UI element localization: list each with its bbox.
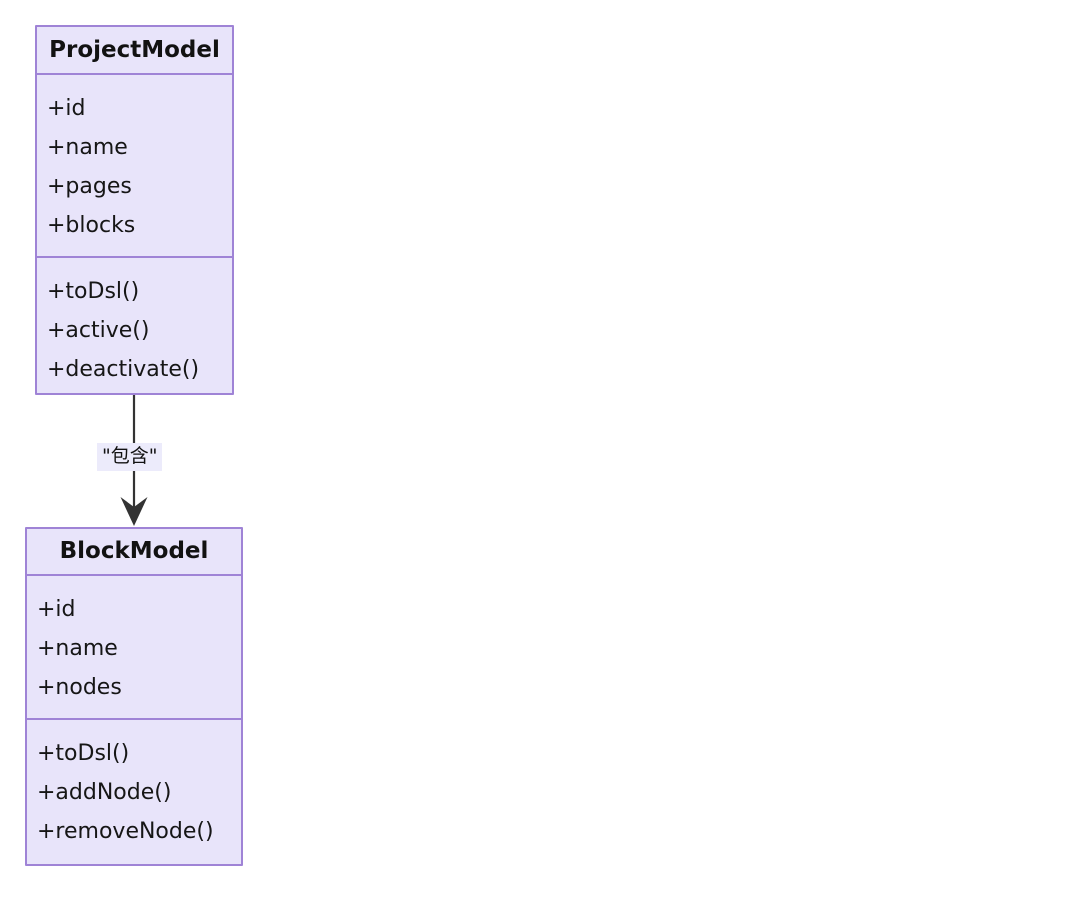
class-box-block-model[interactable]: BlockModel +id +name +nodes +toDsl() +ad… (25, 527, 243, 866)
class-attribute: +blocks (47, 213, 136, 238)
class-methods-block-model: +toDsl() +addNode() +removeNode() (27, 720, 241, 864)
class-title-block-model: BlockModel (27, 529, 241, 576)
class-attributes-project-model: +id +name +pages +blocks (37, 75, 232, 258)
class-method: +addNode() (37, 780, 172, 805)
class-method: +active() (47, 318, 150, 343)
class-method: +toDsl() (47, 279, 140, 304)
class-attribute: +name (37, 636, 118, 661)
class-attribute: +id (37, 597, 76, 622)
class-attribute: +nodes (37, 675, 122, 700)
class-title-project-model: ProjectModel (37, 27, 232, 75)
relationship-arrowhead-icon (120, 497, 148, 526)
relationship-label: "包含" (97, 443, 163, 471)
class-method: +removeNode() (37, 819, 214, 844)
class-method: +deactivate() (47, 357, 200, 382)
class-method: +toDsl() (37, 741, 130, 766)
class-attribute: +id (47, 96, 86, 121)
class-box-project-model[interactable]: ProjectModel +id +name +pages +blocks +t… (35, 25, 234, 395)
class-methods-project-model: +toDsl() +active() +deactivate() (37, 258, 232, 393)
class-attribute: +name (47, 135, 128, 160)
class-attributes-block-model: +id +name +nodes (27, 576, 241, 720)
class-attribute: +pages (47, 174, 132, 199)
